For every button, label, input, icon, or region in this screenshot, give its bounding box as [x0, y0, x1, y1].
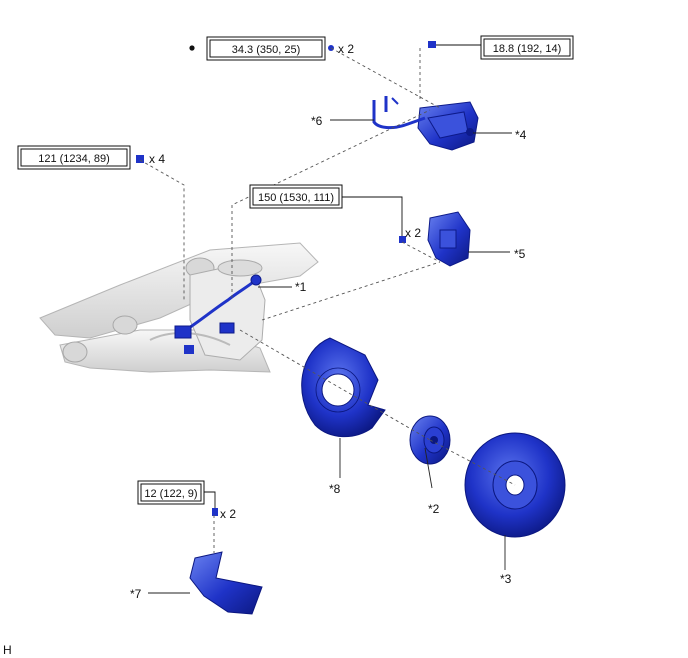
caliper-bracket [427, 211, 471, 267]
torque-value: 34.3 (350, 25) [232, 44, 301, 56]
qty-label: x 2 [220, 507, 236, 521]
speed-sensor-harness [174, 274, 262, 354]
callout-6: *6 [311, 114, 323, 128]
torque-spec-5: 12 (122, 9) x 2 [137, 480, 236, 521]
callout-labels: *1 *2 *3 *4 *5 *6 *7 *8 [130, 114, 527, 601]
qty-label: x 2 [405, 226, 421, 240]
torque-value: 150 (1530, 111) [258, 192, 334, 204]
corner-code: H [3, 643, 12, 657]
torque-value: 12 (122, 9) [144, 488, 197, 500]
suspension-assembly [39, 242, 319, 373]
torque-spec-2: 18.8 (192, 14) [436, 35, 574, 60]
flexible-hose [372, 96, 426, 130]
dust-cover [301, 337, 386, 438]
callout-7: *7 [130, 587, 142, 601]
torque-value: 121 (1234, 89) [38, 153, 110, 165]
callout-1: *1 [295, 280, 307, 294]
qty-label: x 4 [149, 152, 165, 166]
installation-lines [139, 47, 516, 553]
callout-4: *4 [515, 128, 527, 142]
dust-shield [189, 551, 263, 615]
leader-lines [148, 119, 512, 594]
callout-5: *5 [514, 247, 526, 261]
callout-3: *3 [500, 572, 512, 586]
torque-value: 18.8 (192, 14) [493, 43, 562, 55]
qty-label: x 2 [338, 42, 354, 56]
callout-8: *8 [329, 482, 341, 496]
callout-2: *2 [428, 502, 440, 516]
torque-spec-4: 150 (1530, 111) x 2 [249, 184, 421, 240]
torque-spec-1: 34.3 (350, 25) x 2 [189, 36, 354, 61]
brake-caliper [417, 101, 479, 151]
torque-spec-3: 121 (1234, 89) x 4 [17, 145, 165, 170]
